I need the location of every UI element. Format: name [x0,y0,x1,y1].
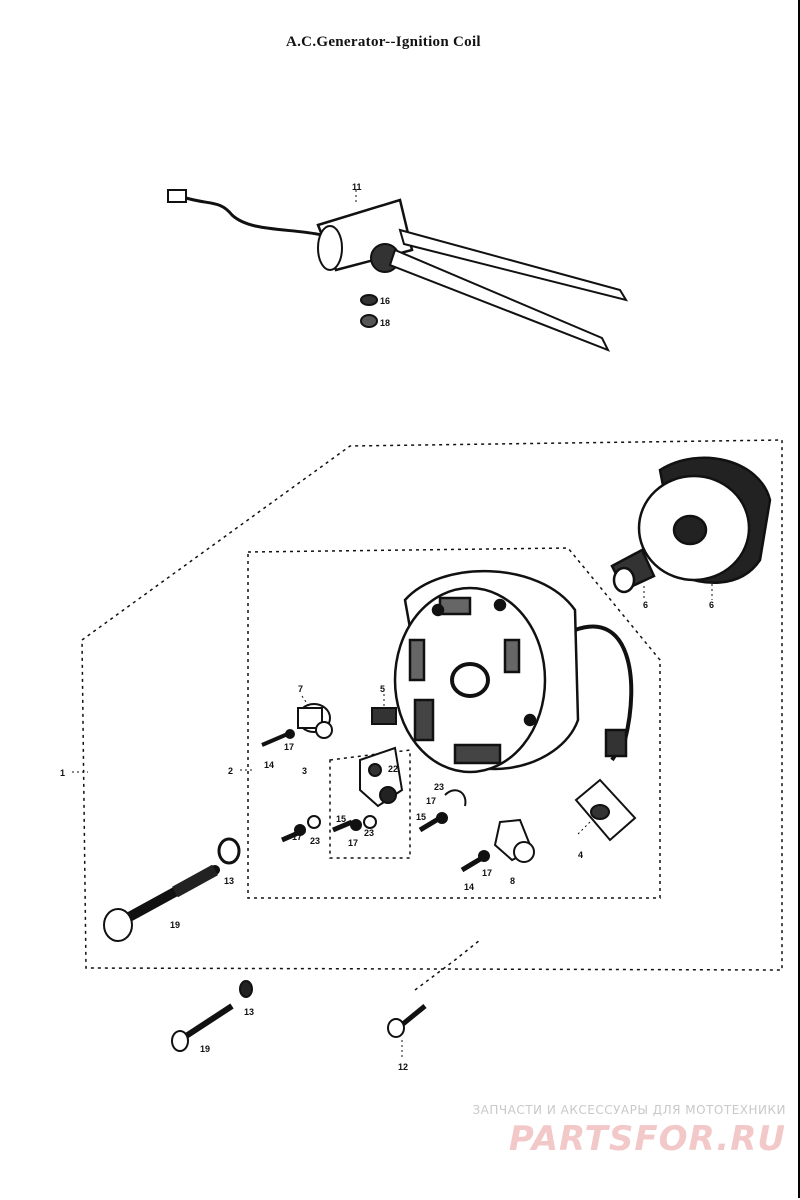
part-19-head-b [171,1030,189,1052]
callout-23b: 23 [310,836,320,846]
callout-17b: 17 [292,832,302,842]
callout-22: 22 [388,764,398,774]
part-8-end [513,841,535,863]
callout-23a: 23 [434,782,444,792]
coil-end [317,225,343,271]
callout-12: 12 [398,1062,408,1072]
rotor [610,456,772,594]
stator-coil-1 [438,596,472,616]
callout-3: 3 [302,766,307,776]
callout-17a: 17 [284,742,294,752]
outline-assembly-1 [81,439,783,971]
ignition-coil [167,189,629,352]
callout-1: 1 [60,768,65,778]
part-17-washer-b [294,824,306,836]
small-parts [103,703,637,1052]
stator-wire-harness [574,624,634,762]
part-22-clip [444,789,467,807]
part-12-head [387,1018,405,1038]
stator-hole-2 [493,598,507,612]
callout-6a: 6 [643,600,648,610]
part-23-washer-a [307,815,321,829]
coil-hightension-lead-2 [388,248,611,352]
stator-center-hole [450,662,490,698]
part-17-washer-a [285,729,295,739]
watermark: ЗАПЧАСТИ И АКСЕССУАРЫ ДЛЯ МОТОТЕХНИКИ PA… [472,1103,786,1159]
callout-5: 5 [380,684,385,694]
callout-19a: 19 [170,920,180,930]
coil-hightension-lead-1 [398,228,629,302]
callout-14b: 14 [464,882,474,892]
watermark-tagline: ЗАПЧАСТИ И АКСЕССУАРЫ ДЛЯ МОТОТЕХНИКИ [472,1103,786,1117]
watermark-logo: PARTSFOR.RU [508,1119,786,1159]
callout-8: 8 [510,876,515,886]
part-5-block [371,707,397,725]
callout-17e: 17 [482,868,492,878]
outline-assembly-2 [247,547,661,899]
part-13-washer-a [217,837,241,865]
callout-15b: 15 [416,812,426,822]
part-15-nut [360,294,378,306]
callout-23c: 23 [364,828,374,838]
outline-breaker [329,749,411,859]
callout-15a: 15 [336,814,346,824]
breaker-pivot [368,763,382,777]
callout-14a: 14 [264,760,274,770]
part-19-thread [172,864,218,898]
part-17-washer-e [478,850,490,862]
diagram-title: A.C.Generator--Ignition Coil [286,34,481,50]
part-7-end [315,721,333,739]
coil-primary-wire [185,196,323,237]
stator-hole-1 [431,603,445,617]
cam-end [612,566,636,594]
callout-6b: 6 [709,600,714,610]
stator-coil-2 [503,638,521,674]
callout-11: 11 [352,182,362,192]
part-13-washer-b [239,980,253,998]
callout-16: 16 [380,296,390,306]
callout-17c: 17 [348,838,358,848]
leader-4 [577,821,591,835]
stator-coil-5 [453,743,502,765]
assembly-outlines [81,439,783,991]
part-18-washer [360,314,378,328]
breaker-contact [379,786,397,804]
callout-18: 18 [380,318,390,328]
stator-coil-3 [408,638,426,682]
stator-hole-3 [523,713,537,727]
stator-coil-4 [413,698,435,742]
part-17-washer-d [436,812,448,824]
callout-2: 2 [228,766,233,776]
rotor-hub [672,514,708,546]
part-23-washer-b [363,815,377,829]
grommet-hole [590,804,610,820]
part-19-head [103,908,133,942]
callout-7: 7 [298,684,303,694]
part-14-screw-b [460,855,484,873]
callout-labels: 1 2 3 4 5 6 6 7 8 11 12 13 13 14 14 15 1… [60,182,714,1072]
callout-13a: 13 [224,876,234,886]
coil-primary-connector [167,189,187,203]
part-19-bolt-b [178,1003,234,1043]
callout-17d: 17 [426,796,436,806]
stator-connector [604,728,628,758]
leader-lines [72,190,713,1060]
callout-4: 4 [578,850,583,860]
leader-12 [414,939,481,991]
part-17-washer-c [350,819,362,831]
callout-13b: 13 [244,1007,254,1017]
part-7-body [297,707,323,729]
stator-plate [393,569,634,774]
part-15-screw-b [332,819,353,833]
callout-19b: 19 [200,1044,210,1054]
